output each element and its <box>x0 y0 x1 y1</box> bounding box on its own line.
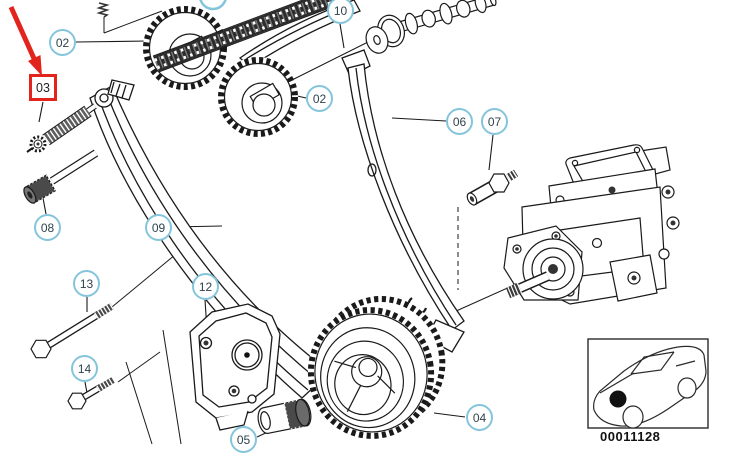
callout-07[interactable]: 07 <box>481 108 508 135</box>
callout-12[interactable]: 12 <box>192 273 219 300</box>
callout-04[interactable]: 04 <box>466 404 493 431</box>
callout-02-right[interactable]: 02 <box>306 85 333 112</box>
callout-label: 14 <box>77 361 92 376</box>
callout-13[interactable]: 13 <box>73 270 100 297</box>
bolt-14 <box>67 377 115 410</box>
bolt-13 <box>30 303 114 359</box>
callout-label: 02 <box>312 91 327 106</box>
highlighted-callout-label: 03 <box>36 80 50 95</box>
callout-partial-top <box>199 0 227 11</box>
camshaft-sprocket-02b <box>218 57 298 137</box>
callout-label: 06 <box>452 114 467 129</box>
camshaft <box>365 0 497 54</box>
callout-label: 08 <box>40 220 55 235</box>
callout-label: 04 <box>472 410 487 425</box>
bolt-08 <box>23 149 99 204</box>
callout-10[interactable]: 10 <box>327 0 354 24</box>
tensioner-bracket-12 <box>189 303 281 431</box>
timing-chain <box>152 0 336 73</box>
callout-label: 09 <box>151 220 166 235</box>
crankshaft-sprocket-04 <box>307 295 446 439</box>
callout-14[interactable]: 14 <box>71 355 98 382</box>
part-location-dot <box>609 390 627 408</box>
injection-pump <box>503 144 680 305</box>
callout-label: 12 <box>198 279 213 294</box>
callout-06[interactable]: 06 <box>446 108 473 135</box>
bolt-07 <box>466 169 519 206</box>
callout-08[interactable]: 08 <box>34 214 61 241</box>
car-thumbnail <box>587 338 709 429</box>
red-arrow-icon <box>8 5 42 76</box>
adjusting-screw-03 <box>26 103 97 153</box>
callout-label: 10 <box>333 3 348 18</box>
callout-label: 07 <box>487 114 502 129</box>
callout-label: 05 <box>236 432 251 447</box>
spring <box>96 2 110 18</box>
tensioning-rail-06 <box>341 49 465 353</box>
callout-09[interactable]: 09 <box>145 214 172 241</box>
callout-02-left[interactable]: 02 <box>49 29 76 56</box>
callout-05[interactable]: 05 <box>230 426 257 453</box>
callout-label: 13 <box>79 276 94 291</box>
highlight-box-03[interactable]: 03 <box>29 74 57 101</box>
callout-label: 02 <box>55 35 70 50</box>
reference-code: 00011128 <box>600 429 661 444</box>
sleeve-05 <box>257 398 312 434</box>
